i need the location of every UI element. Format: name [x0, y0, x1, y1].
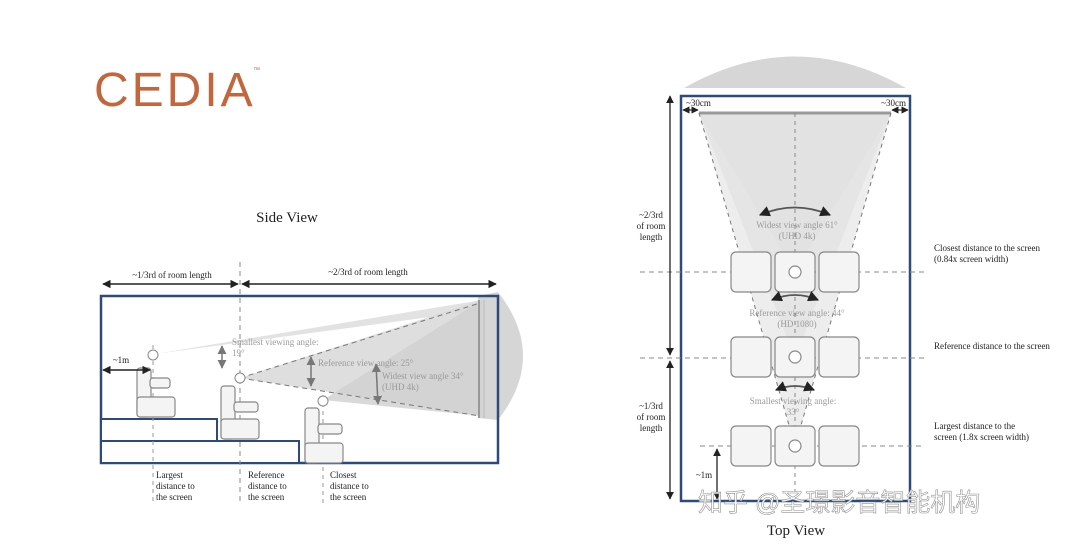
side-bottom-labels: Largest distance to the screen Reference… — [156, 470, 369, 502]
seat-row-reference — [730, 336, 860, 378]
label-reference-angle: Reference view angle: 25° — [318, 358, 414, 368]
chair-front-row — [304, 407, 344, 464]
chair-back-row — [136, 367, 176, 418]
logo-tm: ™ — [253, 67, 260, 74]
top-screen-cone-lobe — [684, 56, 906, 88]
label-largest-distance-2: screen (1.8x screen width) — [934, 432, 1029, 442]
riser-top — [100, 418, 218, 442]
label-reference-1: Reference — [248, 470, 284, 480]
side-view-title: Side View — [256, 210, 318, 226]
label-top-widest-2: (UHD 4k) — [779, 231, 816, 241]
label-smallest-angle-1: Smallest viewing angle: — [232, 337, 318, 347]
label-1m-top: ~1m — [696, 470, 712, 480]
label-margin-left: ~30cm — [686, 98, 711, 108]
label-top-one-third-2: of room — [637, 412, 666, 422]
label-closest-distance-2: (0.84x screen width) — [934, 254, 1008, 264]
seat-row-largest — [730, 425, 860, 467]
widest-angle-arrow — [371, 363, 383, 405]
label-reference-3: the screen — [248, 492, 285, 502]
riser-bottom — [100, 440, 300, 464]
label-widest-angle-1: Widest view angle 34° — [382, 371, 464, 381]
label-reference-2: distance to — [248, 481, 287, 491]
label-reference-distance: Reference distance to the screen — [934, 341, 1050, 351]
label-two-third-room: ~2/3rd of room length — [328, 267, 408, 277]
label-top-reference-1: Reference view angle: 44° — [749, 308, 845, 318]
side-view: Side View — [99, 210, 523, 505]
top-view: ~30cm ~30cm Widest view angle 61° (UHD 4… — [637, 56, 1050, 539]
label-top-widest-1: Widest view angle 61° — [756, 220, 838, 230]
label-smallest-angle-2: 19° — [232, 348, 245, 358]
label-closest-distance-1: Closest distance to the screen — [934, 243, 1040, 253]
cedia-logo: CEDIA ™ — [94, 64, 260, 117]
label-closest-1: Closest — [330, 470, 357, 480]
label-top-reference-2: (HD 1080) — [777, 319, 816, 329]
label-margin-right: ~30cm — [881, 98, 906, 108]
reference-angle-arc — [771, 291, 819, 302]
seat-row-closest — [730, 251, 860, 293]
watermark-text: 知乎 @圣璟影音智能机构 — [698, 489, 980, 517]
top-view-title: Top View — [767, 523, 825, 539]
label-top-two-third-2: of room — [637, 221, 666, 231]
widest-angle-arc — [759, 206, 831, 217]
label-largest-1: Largest — [156, 470, 183, 480]
smallest-angle-cone — [155, 300, 482, 354]
viewer-eye-front — [317, 395, 329, 407]
label-largest-3: the screen — [156, 492, 193, 502]
label-largest-2: distance to — [156, 481, 195, 491]
label-top-one-third-3: length — [640, 423, 663, 433]
label-top-one-third-1: ~1/3rd — [639, 401, 663, 411]
label-closest-3: the screen — [330, 492, 367, 502]
screen-cone-lobe — [478, 292, 523, 420]
label-one-third-room: ~1/3rd of room length — [132, 270, 212, 280]
smallest-angle-arc — [775, 381, 815, 392]
widest-angle-cone — [323, 300, 482, 416]
top-room-outline — [679, 94, 912, 503]
viewer-eye-back — [147, 349, 159, 361]
label-top-two-third-3: length — [640, 232, 663, 242]
label-1m-side: ~1m — [113, 355, 129, 365]
logo-text: CEDIA — [94, 64, 256, 117]
viewer-eye-middle — [234, 372, 246, 384]
label-closest-2: distance to — [330, 481, 369, 491]
chair-middle-row — [220, 385, 260, 440]
label-widest-angle-2: (UHD 4k) — [382, 382, 419, 392]
label-top-smallest-1: Smallest viewing angle: — [750, 396, 836, 406]
label-top-two-third-1: ~2/3rd — [639, 210, 663, 220]
label-top-smallest-2: 33° — [787, 407, 800, 417]
label-largest-distance-1: Largest distance to the — [934, 421, 1015, 431]
